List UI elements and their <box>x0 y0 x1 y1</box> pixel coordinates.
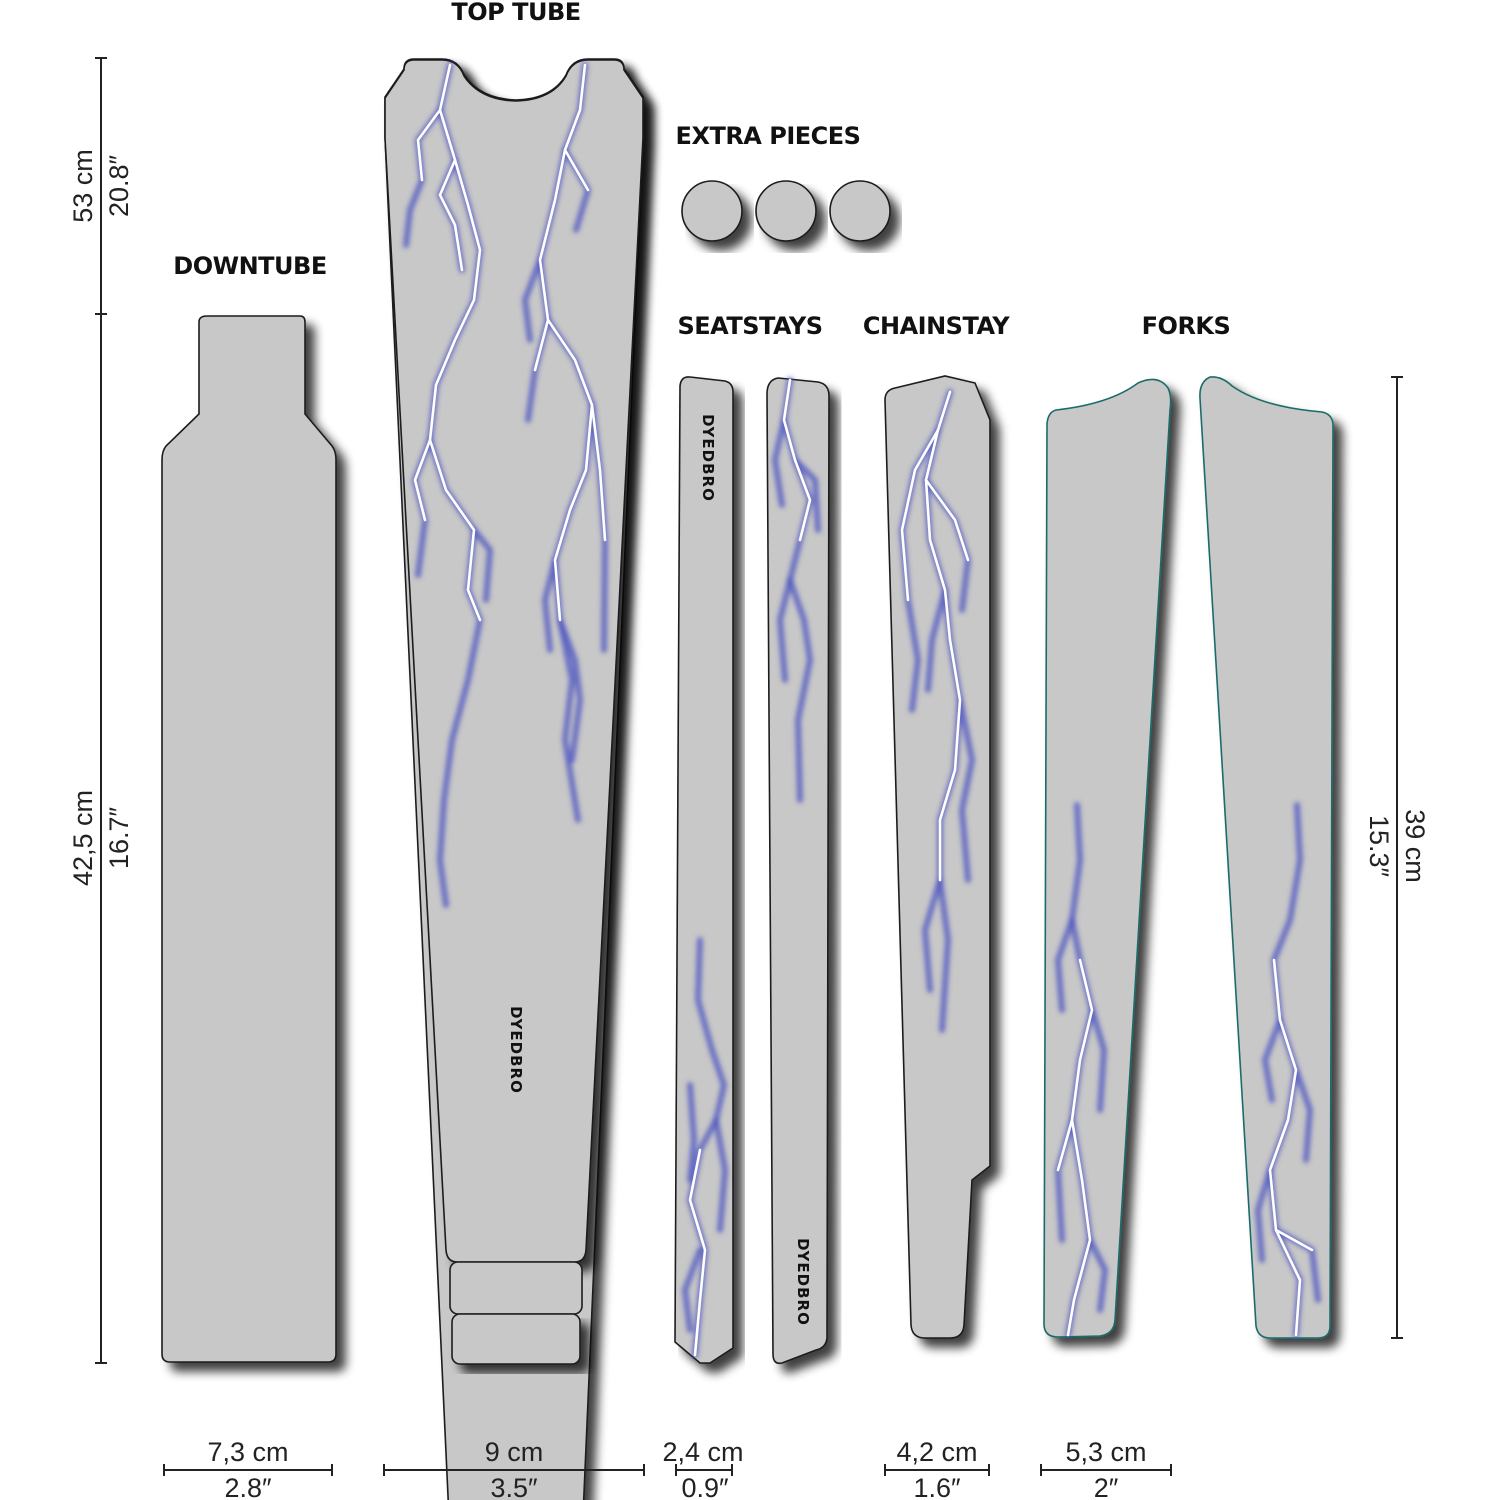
dim-downtube-in: 16.7″ <box>104 807 134 870</box>
seatstay-left-piece <box>674 376 734 1364</box>
downtube-piece <box>161 315 337 1363</box>
fork-right-piece <box>1199 376 1334 1339</box>
brand-logo-seatstay-left: DYEDBRO <box>699 414 717 502</box>
width-dim-chainstay: 4,2 cm 1.6″ <box>884 1437 990 1500</box>
dim-fork-in: 15.3″ <box>1364 815 1394 878</box>
right-dimension-line <box>1391 376 1403 1339</box>
width-dim-fork-in: 2″ <box>1094 1473 1119 1500</box>
width-dim-chainstay-cm: 4,2 cm <box>896 1437 977 1467</box>
width-dim-seatstay: 2,4 cm 0.9″ <box>662 1437 743 1500</box>
label-top-tube: TOP TUBE <box>451 0 580 26</box>
label-extra-pieces: EXTRA PIECES <box>676 122 861 150</box>
top-tube-strip-2 <box>451 1313 581 1365</box>
lightning-artwork <box>403 62 1321 1358</box>
width-dim-seatstay-cm: 2,4 cm <box>662 1437 743 1467</box>
brand-logo-seatstay-right: DYEDBRO <box>794 1238 812 1326</box>
width-dim-downtube-in: 2.8″ <box>224 1473 272 1500</box>
dim-downtube-cm: 42,5 cm <box>68 790 98 886</box>
label-forks: FORKS <box>1142 312 1231 340</box>
width-dim-seatstay-in: 0.9″ <box>681 1473 729 1500</box>
extra-piece-3 <box>829 180 891 242</box>
width-dim-downtube-cm: 7,3 cm <box>207 1437 288 1467</box>
brand-logo-top-tube: DYEDBRO <box>507 1006 525 1094</box>
dim-top-cm: 53 cm <box>68 149 98 223</box>
left-dimension-line <box>95 57 107 1364</box>
fork-left-piece <box>1043 378 1172 1338</box>
width-dim-top-tube: 9 cm 3.5″ <box>383 1437 645 1500</box>
extra-piece-2 <box>755 180 817 242</box>
width-dim-fork: 5,3 cm 2″ <box>1040 1437 1172 1500</box>
width-dim-top-tube-cm: 9 cm <box>485 1437 544 1467</box>
width-dim-fork-cm: 5,3 cm <box>1065 1437 1146 1467</box>
dim-top-in: 20.8″ <box>104 155 134 218</box>
width-dim-downtube: 7,3 cm 2.8″ <box>163 1437 333 1500</box>
label-chainstay: CHAINSTAY <box>863 312 1010 340</box>
width-dim-top-tube-in: 3.5″ <box>490 1473 538 1500</box>
dim-fork-cm: 39 cm <box>1400 809 1430 883</box>
extra-piece-1 <box>681 180 743 242</box>
top-tube-strip-1 <box>449 1261 583 1315</box>
label-seatstays: SEATSTAYS <box>678 312 823 340</box>
label-downtube: DOWNTUBE <box>173 252 326 280</box>
width-dim-chainstay-in: 1.6″ <box>913 1473 961 1500</box>
